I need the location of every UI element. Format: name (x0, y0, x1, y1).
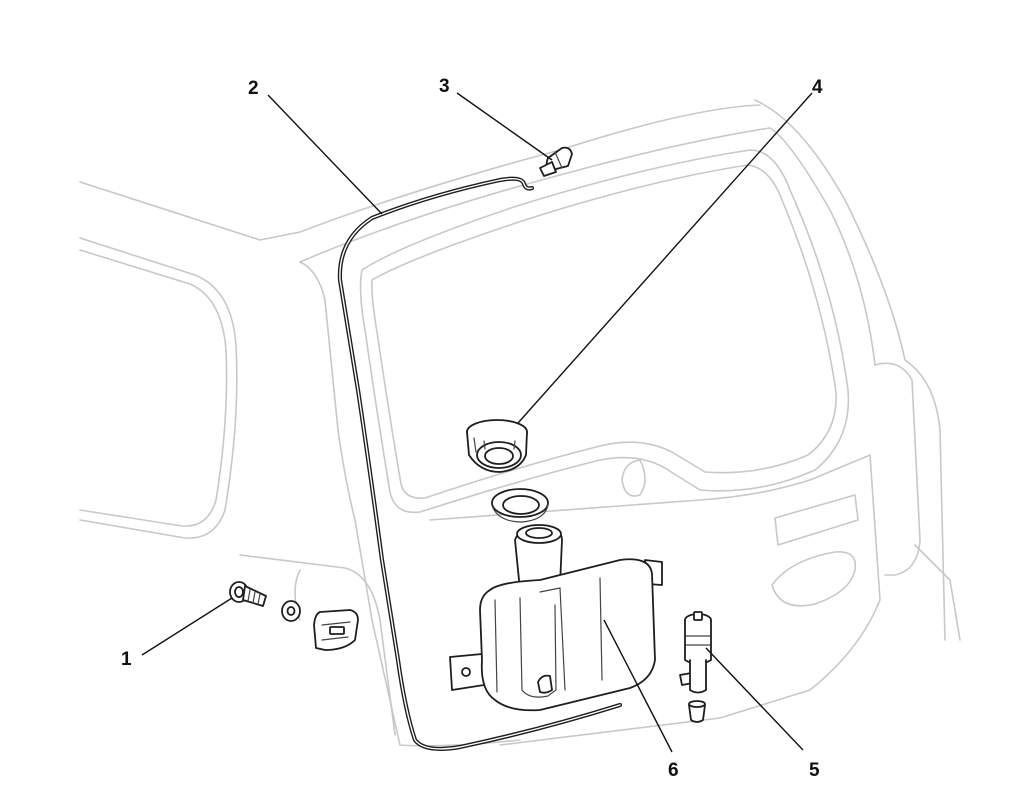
filler-cap (466, 419, 528, 473)
washer-pump (679, 611, 712, 723)
leader-3 (456, 92, 553, 161)
callout-6: 6 (668, 760, 679, 781)
seal-grommet (491, 488, 549, 523)
washer-nozzle (539, 146, 573, 177)
vehicle-body-outline (79, 99, 961, 747)
leader-6 (603, 619, 673, 753)
leader-1 (141, 597, 233, 656)
callout-1: 1 (121, 649, 132, 670)
washer-hose (337, 176, 623, 751)
callout-labels: 1 2 3 4 5 6 (121, 76, 823, 781)
leader-2 (267, 94, 383, 215)
leader-5 (705, 647, 804, 751)
washer-reservoir (449, 524, 663, 712)
leader-lines (141, 92, 813, 753)
callout-4: 4 (812, 77, 823, 98)
leader-4 (517, 92, 813, 424)
callout-5: 5 (809, 760, 820, 781)
callout-3: 3 (439, 76, 450, 97)
fasteners (229, 581, 359, 651)
callout-2: 2 (248, 78, 259, 99)
